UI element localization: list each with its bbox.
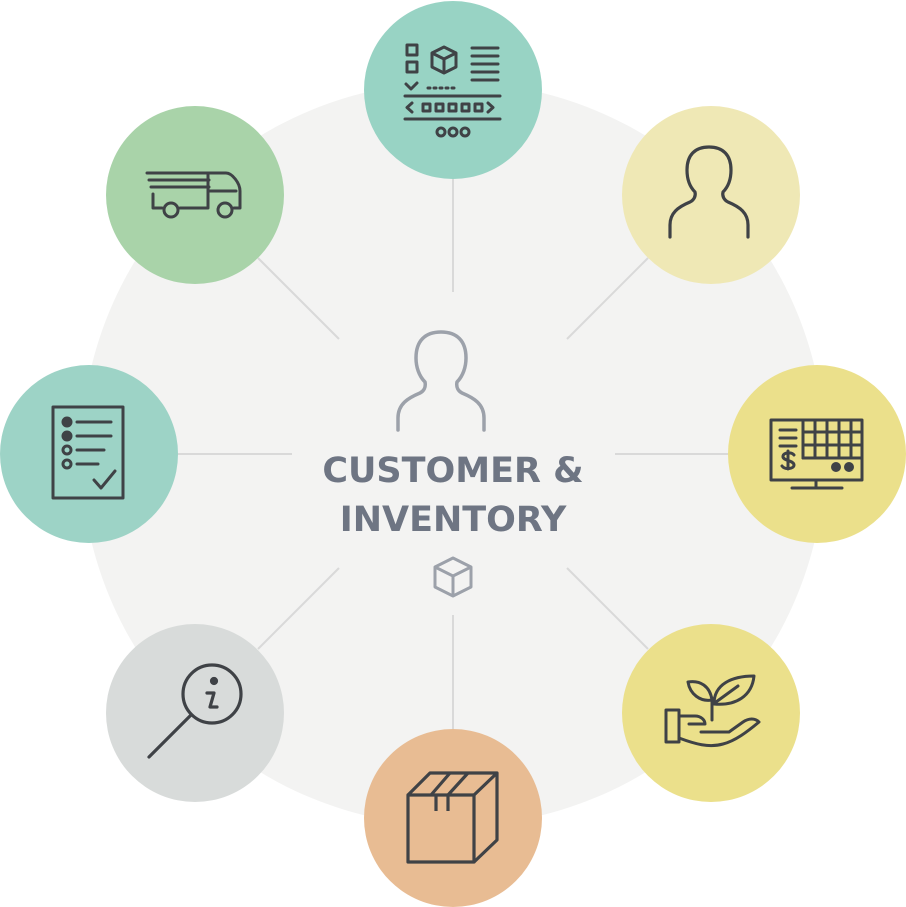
center-title-line1: CUSTOMER & (322, 451, 583, 491)
delivery-truck-icon (145, 171, 242, 219)
node-point-of-sale (728, 365, 906, 543)
conveyor-belt-icon (403, 43, 502, 138)
connector-sustainability (566, 567, 649, 650)
hand-with-plant-icon (664, 674, 761, 748)
checklist-icon (51, 405, 125, 500)
info-magnifier-icon (147, 663, 243, 759)
node-product (364, 729, 542, 907)
node-information (106, 624, 284, 802)
connector-shipping (257, 257, 340, 340)
node-customer (622, 106, 800, 284)
node-manufacturing (364, 1, 542, 179)
center-cube-icon (433, 556, 473, 598)
person-icon (668, 145, 750, 239)
center-title-line2: INVENTORY (340, 500, 567, 540)
box-icon (406, 771, 499, 864)
connector-information (257, 567, 340, 650)
center-person-icon (396, 330, 486, 432)
cash-register-icon (769, 418, 864, 490)
node-shipping (106, 106, 284, 284)
connector-lines (178, 178, 728, 730)
node-orders (0, 365, 178, 543)
connector-customer (566, 257, 649, 340)
